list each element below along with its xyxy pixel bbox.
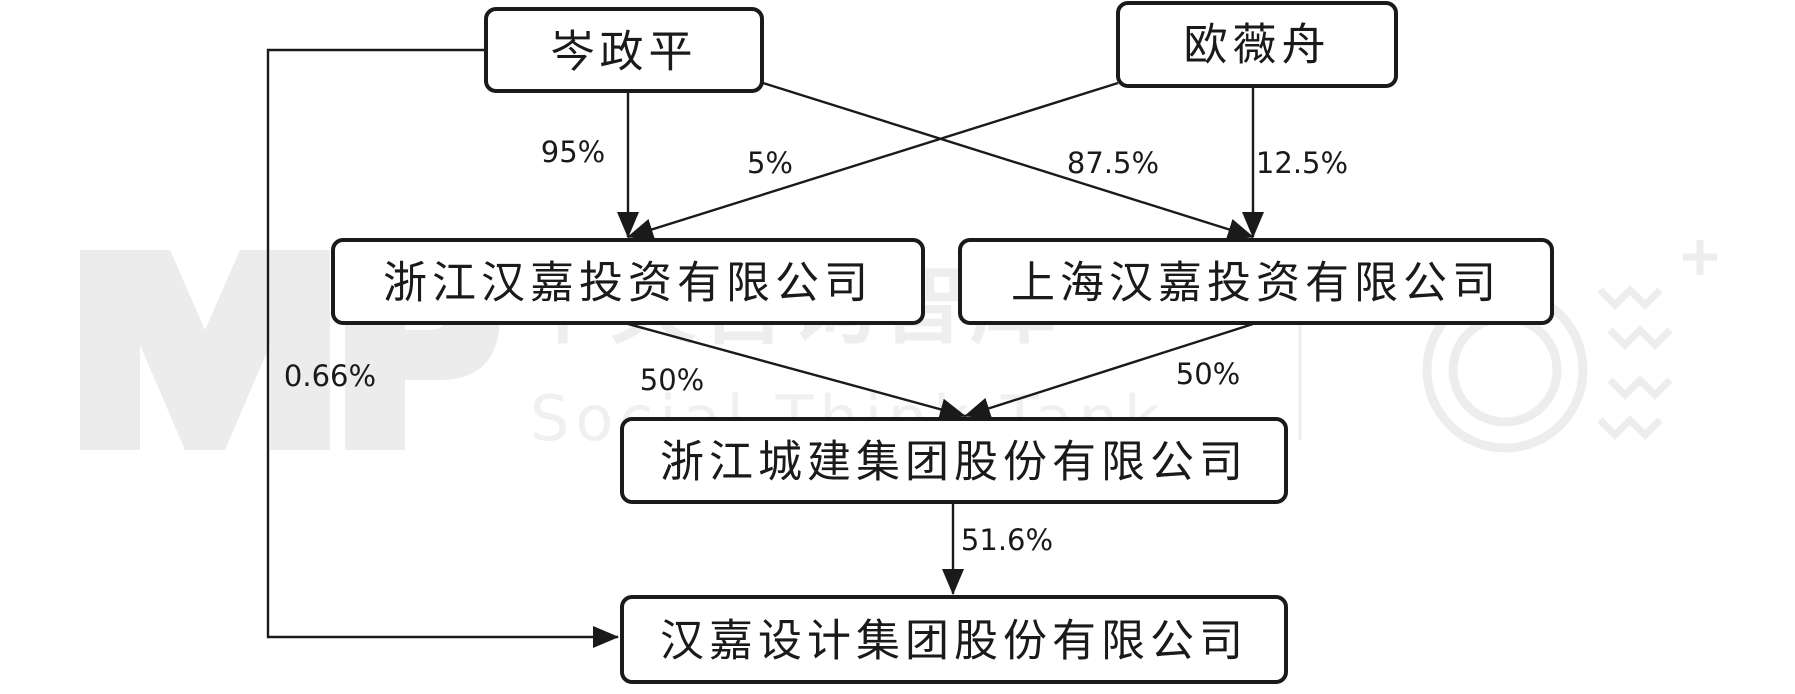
edge-label-zhejiang-chengjian: 50% xyxy=(640,363,704,397)
node-label: 上海汉嘉投资有限公司 xyxy=(1011,258,1501,309)
edge-cen-to-shanghai-investment xyxy=(762,81,1254,240)
node-zhejiang-chengjian-group: 浙江城建集团股份有限公司 xyxy=(620,417,1288,504)
node-zhejiang-hanjia-investment: 浙江汉嘉投资有限公司 xyxy=(331,238,925,325)
edge-shanghai-investment-to-chengjian xyxy=(964,322,1254,419)
edge-labels: 95% 5% 87.5% 12.5% 50% 50% 51.6% 0.66% xyxy=(284,135,1348,557)
node-label: 浙江城建集团股份有限公司 xyxy=(660,437,1248,488)
edge-label-ou-shanghai: 12.5% xyxy=(1256,146,1348,180)
node-label: 欧薇舟 xyxy=(1184,20,1331,71)
edge-label-cen-zhejiang: 95% xyxy=(541,135,605,169)
node-ou-weizhou: 欧薇舟 xyxy=(1116,1,1398,88)
edge-label-cen-shanghai: 87.5% xyxy=(1067,146,1159,180)
edge-zhejiang-investment-to-chengjian xyxy=(627,322,966,421)
nodes: 岑政平 欧薇舟 浙江汉嘉投资有限公司 上海汉嘉投资有限公司 浙江城建集团股份有限… xyxy=(331,1,1554,684)
node-cen-zhengping: 岑政平 xyxy=(484,7,764,93)
node-hanjia-design-group: 汉嘉设计集团股份有限公司 xyxy=(620,595,1288,684)
edge-label-ou-zhejiang: 5% xyxy=(747,146,793,180)
edges xyxy=(266,48,1264,648)
node-label: 岑政平 xyxy=(551,27,698,78)
edge-label-chengjian-hanjia: 51.6% xyxy=(961,523,1053,557)
node-label: 浙江汉嘉投资有限公司 xyxy=(383,258,873,309)
edge-label-cen-hanjia: 0.66% xyxy=(284,359,376,393)
node-label: 汉嘉设计集团股份有限公司 xyxy=(660,616,1248,667)
edge-label-shanghai-chengjian: 50% xyxy=(1176,357,1240,391)
edge-cen-to-hanjia-design xyxy=(266,48,619,648)
edge-ou-to-zhejiang-investment xyxy=(627,81,1119,240)
node-shanghai-hanjia-investment: 上海汉嘉投资有限公司 xyxy=(958,238,1554,325)
